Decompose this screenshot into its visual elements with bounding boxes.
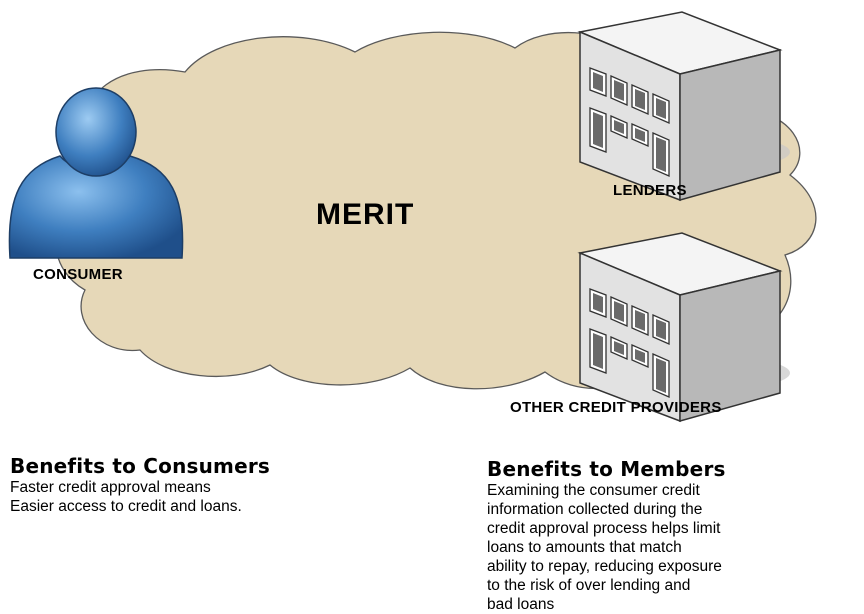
benefits-members-line: to the risk of over lending and: [487, 577, 691, 594]
benefits-members-line: ability to repay, reducing exposure: [487, 558, 722, 575]
benefits-members-line: information collected during the: [487, 501, 703, 518]
benefits-members-line: Examining the consumer credit: [487, 482, 700, 499]
benefits-members-line: loans to amounts that match: [487, 539, 682, 556]
consumer-label: CONSUMER: [33, 266, 123, 283]
benefits-consumers-line: Faster credit approval means: [10, 479, 211, 496]
lenders-building-icon: [579, 11, 790, 201]
other-credit-providers-label: OTHER CREDIT PROVIDERS: [510, 399, 722, 416]
benefits-members-line: credit approval process helps limit: [487, 520, 721, 537]
benefits-to-members-title: Benefits to Members: [487, 457, 726, 481]
benefits-members-line: bad loans: [487, 596, 555, 613]
benefits-to-members-panel: Benefits to Members Examining the consum…: [487, 458, 726, 614]
benefits-to-consumers-panel: Benefits to Consumers Faster credit appr…: [10, 455, 270, 516]
other-providers-building-icon: [579, 232, 790, 422]
benefits-consumers-line: Easier access to credit and loans.: [10, 498, 242, 515]
merit-label: MERIT: [316, 198, 415, 231]
lenders-label: LENDERS: [613, 182, 687, 199]
benefits-to-members-text: Examining the consumer credit informatio…: [487, 481, 726, 614]
benefits-to-consumers-text: Faster credit approval means Easier acce…: [10, 478, 270, 516]
consumer-person-icon: [8, 87, 184, 259]
benefits-to-consumers-title: Benefits to Consumers: [10, 454, 271, 478]
